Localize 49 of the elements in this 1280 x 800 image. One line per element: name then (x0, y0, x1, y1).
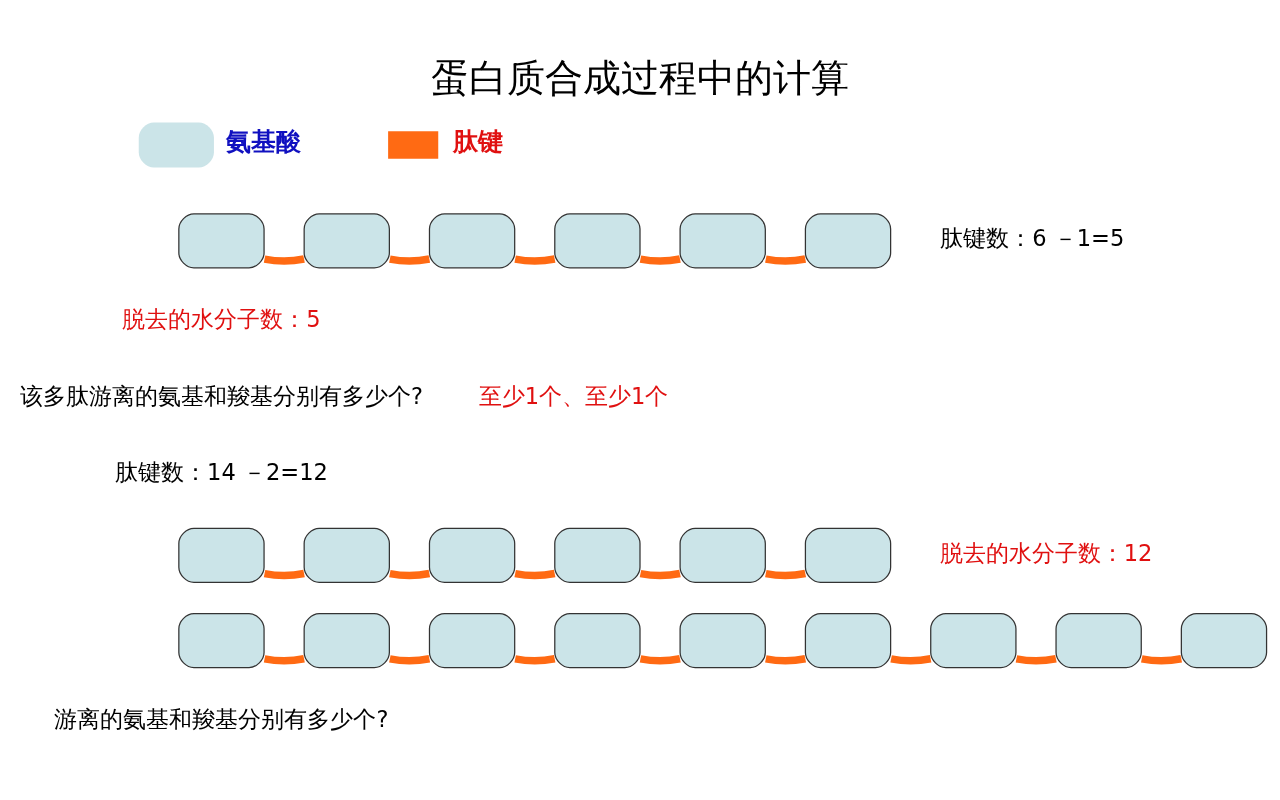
legend-label: 肽键 (453, 127, 504, 156)
node-box (428, 527, 516, 583)
label: 肽键数：6 －1=5 (940, 225, 1125, 252)
connector (765, 255, 806, 265)
node-box (428, 613, 516, 669)
node-box (804, 527, 892, 583)
connector (263, 655, 305, 665)
node-box (554, 613, 641, 669)
label: 肽键数：14 －2=12 (115, 459, 328, 486)
connector (1141, 655, 1182, 665)
node-box (178, 527, 265, 583)
node-box (679, 213, 766, 269)
connector (514, 255, 556, 265)
node-box (804, 613, 892, 669)
connector (1015, 655, 1057, 665)
connector (890, 655, 932, 665)
diagram-title: 蛋白质合成过程中的计算 (431, 56, 849, 101)
node-box (1055, 613, 1142, 669)
node-box (554, 213, 641, 269)
node-box (303, 213, 390, 269)
node-box (1180, 613, 1268, 669)
connector (765, 655, 806, 665)
label: 脱去的水分子数：5 (122, 306, 321, 333)
connector (639, 655, 681, 665)
node-box (930, 613, 1017, 669)
connector (389, 655, 431, 665)
node-box (679, 527, 766, 583)
node-box (178, 213, 265, 269)
legend-label: 氨基酸 (226, 127, 302, 156)
node-box (679, 613, 766, 669)
connector (389, 255, 431, 265)
node-box (554, 527, 641, 583)
node-box (178, 613, 265, 669)
node-box (303, 527, 390, 583)
connector (639, 255, 681, 265)
label: 该多肽游离的氨基和羧基分别有多少个? (19, 382, 423, 409)
node-box (303, 613, 390, 669)
connector (389, 569, 431, 580)
connector (639, 569, 681, 580)
node-box (428, 213, 516, 269)
connector (514, 655, 556, 665)
node-box (804, 213, 892, 269)
label: 至少1个、至少1个 (478, 382, 669, 409)
connector (765, 569, 806, 580)
connector (263, 569, 305, 580)
connector (514, 569, 556, 580)
connector (263, 255, 305, 265)
label: 游离的氨基和羧基分别有多少个? (54, 705, 389, 732)
label: 脱去的水分子数：12 (939, 539, 1153, 566)
